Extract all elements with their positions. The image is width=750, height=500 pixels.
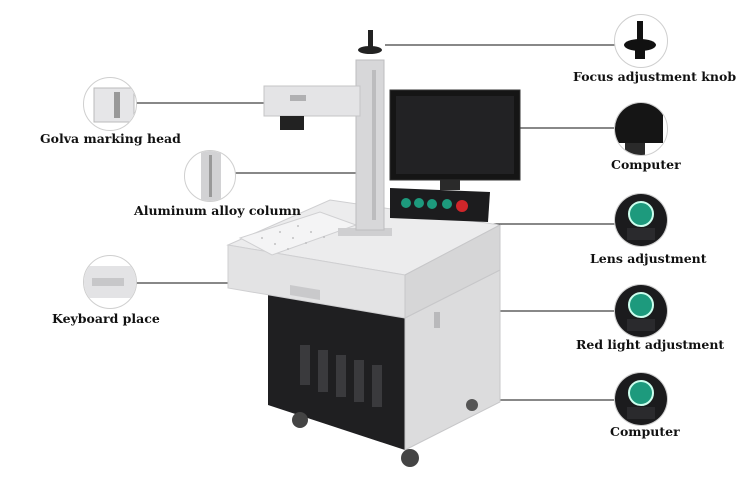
computer-detail-top bbox=[614, 102, 668, 156]
control-panel bbox=[390, 188, 490, 222]
computer-button-detail bbox=[614, 372, 668, 426]
cabinet bbox=[268, 269, 501, 467]
monitor bbox=[389, 89, 521, 190]
lens-button-detail bbox=[614, 193, 668, 247]
red-light-button-detail bbox=[614, 284, 668, 338]
keyboard-detail bbox=[83, 255, 137, 309]
label-computer-bottom: Computer bbox=[610, 424, 680, 439]
marking-head-detail bbox=[83, 77, 137, 131]
column-assembly bbox=[263, 30, 392, 236]
label-golva-marking-head: Golva marking head bbox=[40, 131, 181, 146]
focus-knob-detail bbox=[614, 14, 668, 68]
column-detail bbox=[184, 150, 236, 202]
label-lens-adjustment: Lens adjustment bbox=[590, 251, 707, 266]
label-focus-adjustment-knob: Focus adjustment knob bbox=[573, 69, 737, 84]
label-aluminum-alloy-column: Aluminum alloy column bbox=[134, 203, 301, 218]
label-keyboard-place: Keyboard place bbox=[52, 311, 160, 326]
label-computer-top: Computer bbox=[611, 157, 681, 172]
label-red-light-adjustment: Red light adjustment bbox=[576, 337, 725, 352]
